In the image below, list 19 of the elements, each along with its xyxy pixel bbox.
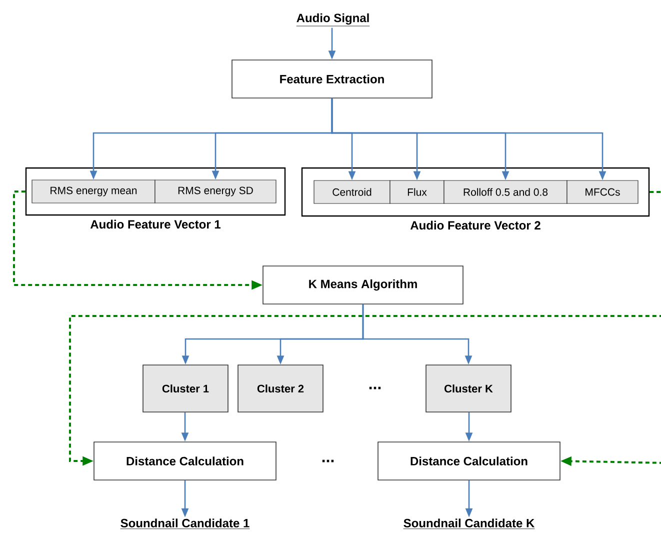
cluster-box: Cluster 2 xyxy=(238,364,324,412)
underlined-title: Soundnail Candidate K xyxy=(403,518,535,529)
feature-cell: Centroid xyxy=(314,180,390,204)
underlined-title: Soundnail Candidate 1 xyxy=(120,518,250,529)
feature-cell: RMS energy SD xyxy=(154,180,276,204)
cluster-box: Cluster K xyxy=(426,364,512,412)
process-box: K Means Algorithm xyxy=(262,266,464,304)
node-label: Audio Feature Vector 1 xyxy=(90,220,221,229)
ellipsis: ... xyxy=(369,386,381,390)
node-label: Audio Feature Vector 2 xyxy=(410,220,540,230)
process-box: Feature Extraction xyxy=(232,60,432,98)
process-box: Distance Calculation xyxy=(94,442,276,480)
process-box: Distance Calculation xyxy=(378,442,560,480)
underlined-title: Audio Signal xyxy=(296,13,370,26)
cluster-box: Cluster 1 xyxy=(142,364,228,412)
feature-cell: Flux xyxy=(390,180,444,204)
feature-cell: MFCCs xyxy=(566,180,638,204)
feature-cell: RMS energy mean xyxy=(32,180,156,204)
ellipsis: ... xyxy=(322,460,334,462)
